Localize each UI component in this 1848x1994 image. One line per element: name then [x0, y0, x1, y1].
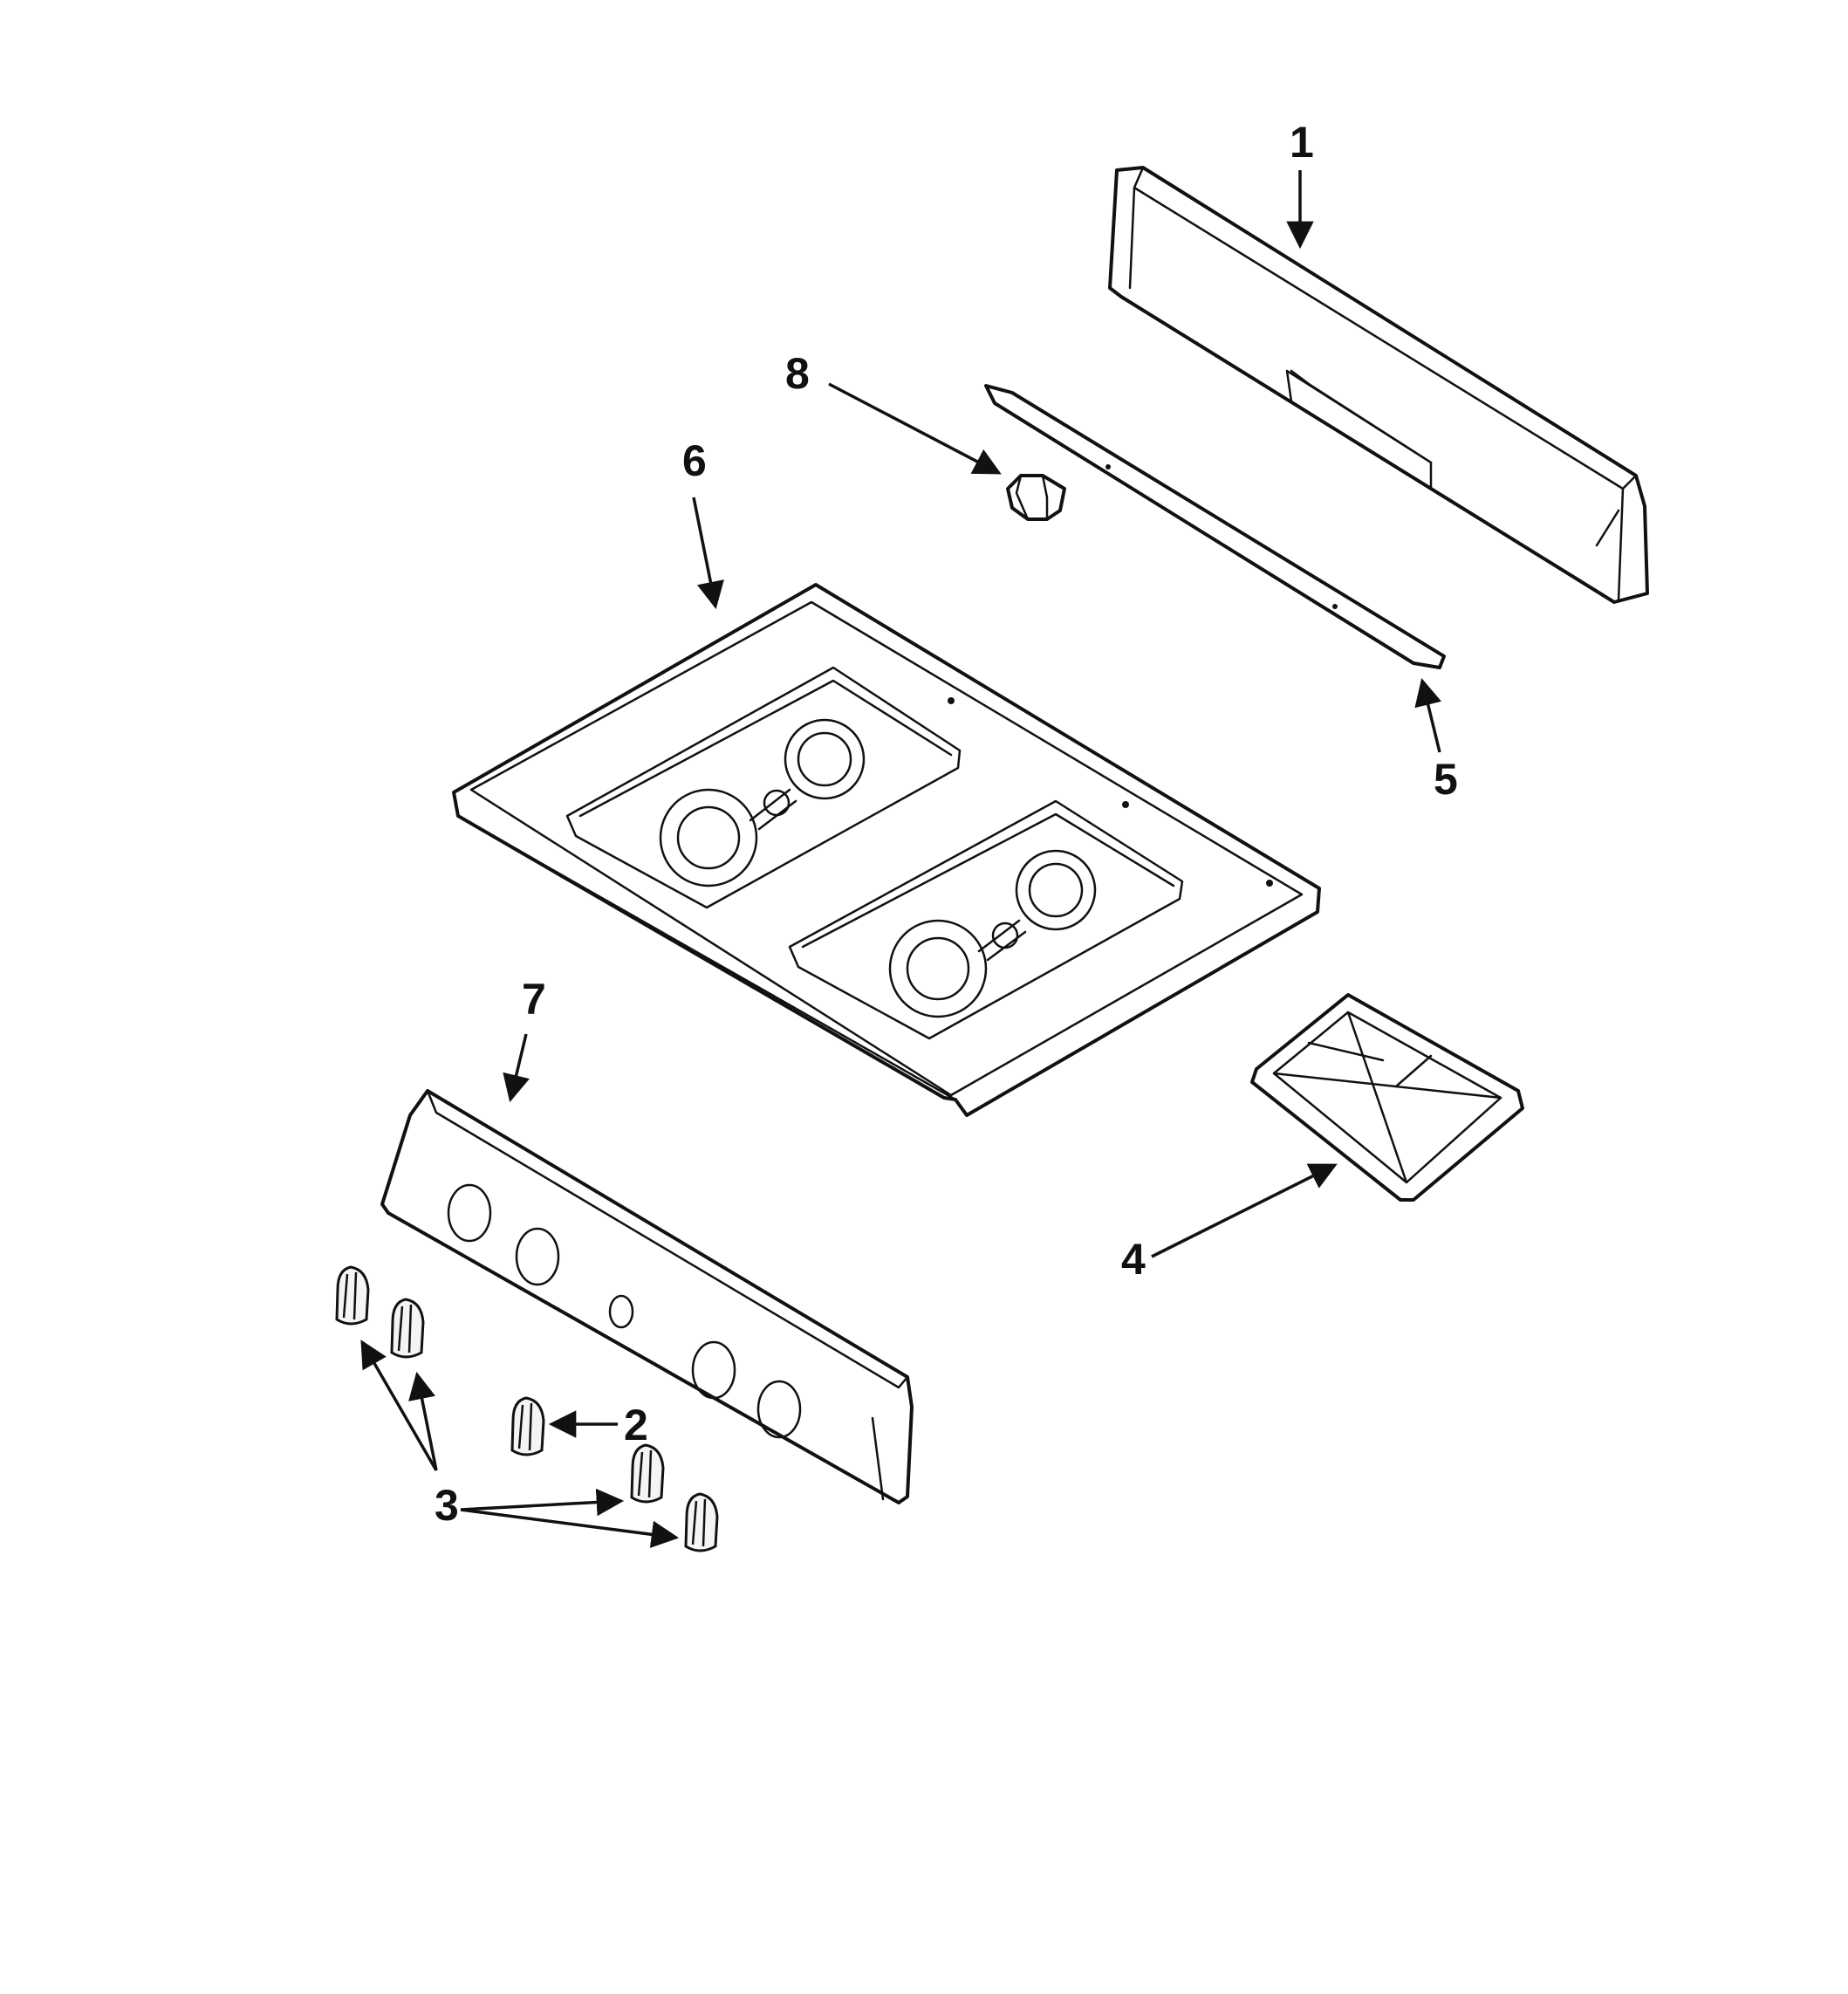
knob-icon: [390, 1298, 425, 1359]
mounting-bracket-icon: [984, 384, 1446, 669]
callout-4: 4: [1121, 1235, 1146, 1284]
knob-icon: [510, 1396, 545, 1456]
leader-6: [692, 497, 724, 610]
callout-7: 7: [522, 975, 546, 1024]
cooktop-icon: [452, 583, 1321, 1117]
control-panel-icon: [380, 1089, 914, 1504]
callout-1: 1: [1290, 118, 1314, 167]
burner-grate-icon: [1250, 993, 1524, 1202]
leader-5: [1414, 677, 1442, 753]
leader-3c: [460, 1488, 625, 1517]
leader-3b: [408, 1371, 438, 1471]
leader-8: [828, 382, 1002, 475]
callout-3: 3: [435, 1481, 459, 1530]
knob-icon: [630, 1443, 665, 1504]
leader-3a: [360, 1340, 438, 1471]
callout-8: 8: [785, 349, 810, 398]
callout-6: 6: [682, 436, 707, 485]
knob-icon: [335, 1265, 370, 1326]
clip-icon: [1006, 474, 1066, 521]
leader-3d: [460, 1508, 680, 1548]
callout-labels: 1 2 3 4 5 6 7 8: [435, 118, 1458, 1530]
callout-2: 2: [624, 1401, 648, 1449]
leader-4: [1151, 1163, 1338, 1258]
backguard-icon: [1108, 166, 1649, 604]
knob-icon: [684, 1492, 719, 1552]
leader-7: [503, 1033, 530, 1103]
leader-lines: [360, 170, 1442, 1548]
callout-5: 5: [1434, 755, 1458, 804]
